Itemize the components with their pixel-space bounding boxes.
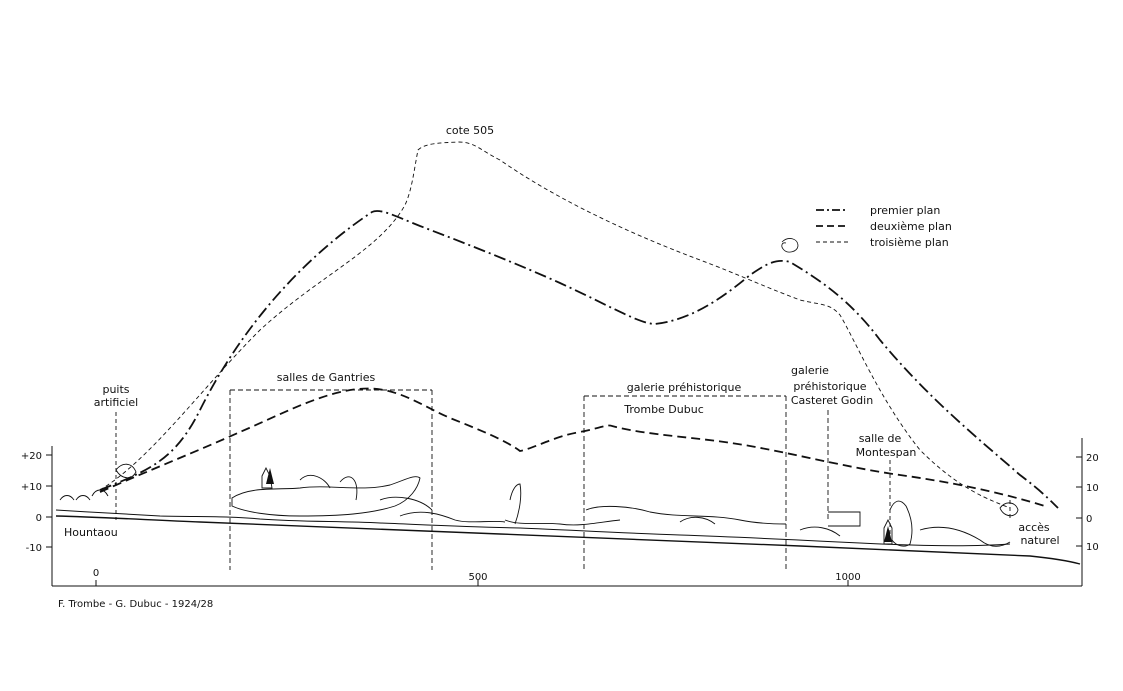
stalagmite-marks [266, 468, 892, 542]
left-tick-label: +10 [21, 482, 42, 493]
section-bracket-gantries [229, 389, 433, 570]
cave-chambers [59, 463, 1019, 547]
puits-label-line2: artificiel [94, 396, 139, 409]
bottom-tick-label: 500 [468, 572, 487, 583]
left-tick-label: -10 [26, 543, 42, 554]
acces-label-line2: naturel [1020, 534, 1059, 547]
legend: premier plan deuxième plan troisième pla… [816, 204, 952, 249]
puits-label-line1: puits [102, 383, 129, 396]
section-bracket-trombe-dubuc [583, 395, 787, 570]
bottom-tick-label: 0 [93, 568, 99, 579]
summit-label: cote 505 [446, 124, 494, 137]
galerie-trombe-label-line2: Trombe Dubuc [623, 403, 704, 416]
series-premier-plan [99, 210, 1059, 509]
casteret-label-line2: préhistorique [793, 380, 866, 393]
right-tick-label: 20 [1086, 453, 1099, 464]
summit-scribble [781, 238, 799, 253]
salles-gantries-label: salles de Gantries [277, 371, 376, 384]
series-troisieme-plan [99, 141, 1011, 509]
legend-label-troisieme-plan: troisième plan [870, 236, 949, 249]
galerie-trombe-label-line1: galerie préhistorique [627, 381, 742, 394]
right-tick-label: 10 [1086, 542, 1099, 553]
left-tick-label: +20 [21, 451, 42, 462]
series-deuxieme-plan [99, 387, 1049, 508]
left-tick-label: 0 [36, 513, 42, 524]
legend-label-deuxieme-plan: deuxième plan [870, 220, 952, 233]
credit-line: F. Trombe - G. Dubuc - 1924/28 [58, 599, 213, 610]
casteret-label-line3: Casteret Godin [791, 394, 873, 407]
left-axis-ticks: +20 +10 0 -10 [21, 451, 52, 554]
bottom-axis-ticks: 0 500 1000 [93, 568, 861, 586]
legend-label-premier-plan: premier plan [870, 204, 940, 217]
right-axis-ticks: 20 10 0 10 [1076, 453, 1099, 553]
hountaou-label: Hountaou [64, 526, 118, 539]
casteret-label-line1: galerie [791, 364, 829, 377]
acces-label-line1: accès [1018, 521, 1050, 534]
ground-surface [55, 515, 1081, 565]
montespan-label-line1: salle de [859, 432, 902, 445]
right-tick-label: 10 [1086, 483, 1099, 494]
bottom-tick-label: 1000 [835, 572, 860, 583]
montespan-label-line2: Montespan [856, 446, 917, 459]
cave-floor [55, 509, 1011, 547]
right-tick-label: 0 [1086, 514, 1092, 525]
